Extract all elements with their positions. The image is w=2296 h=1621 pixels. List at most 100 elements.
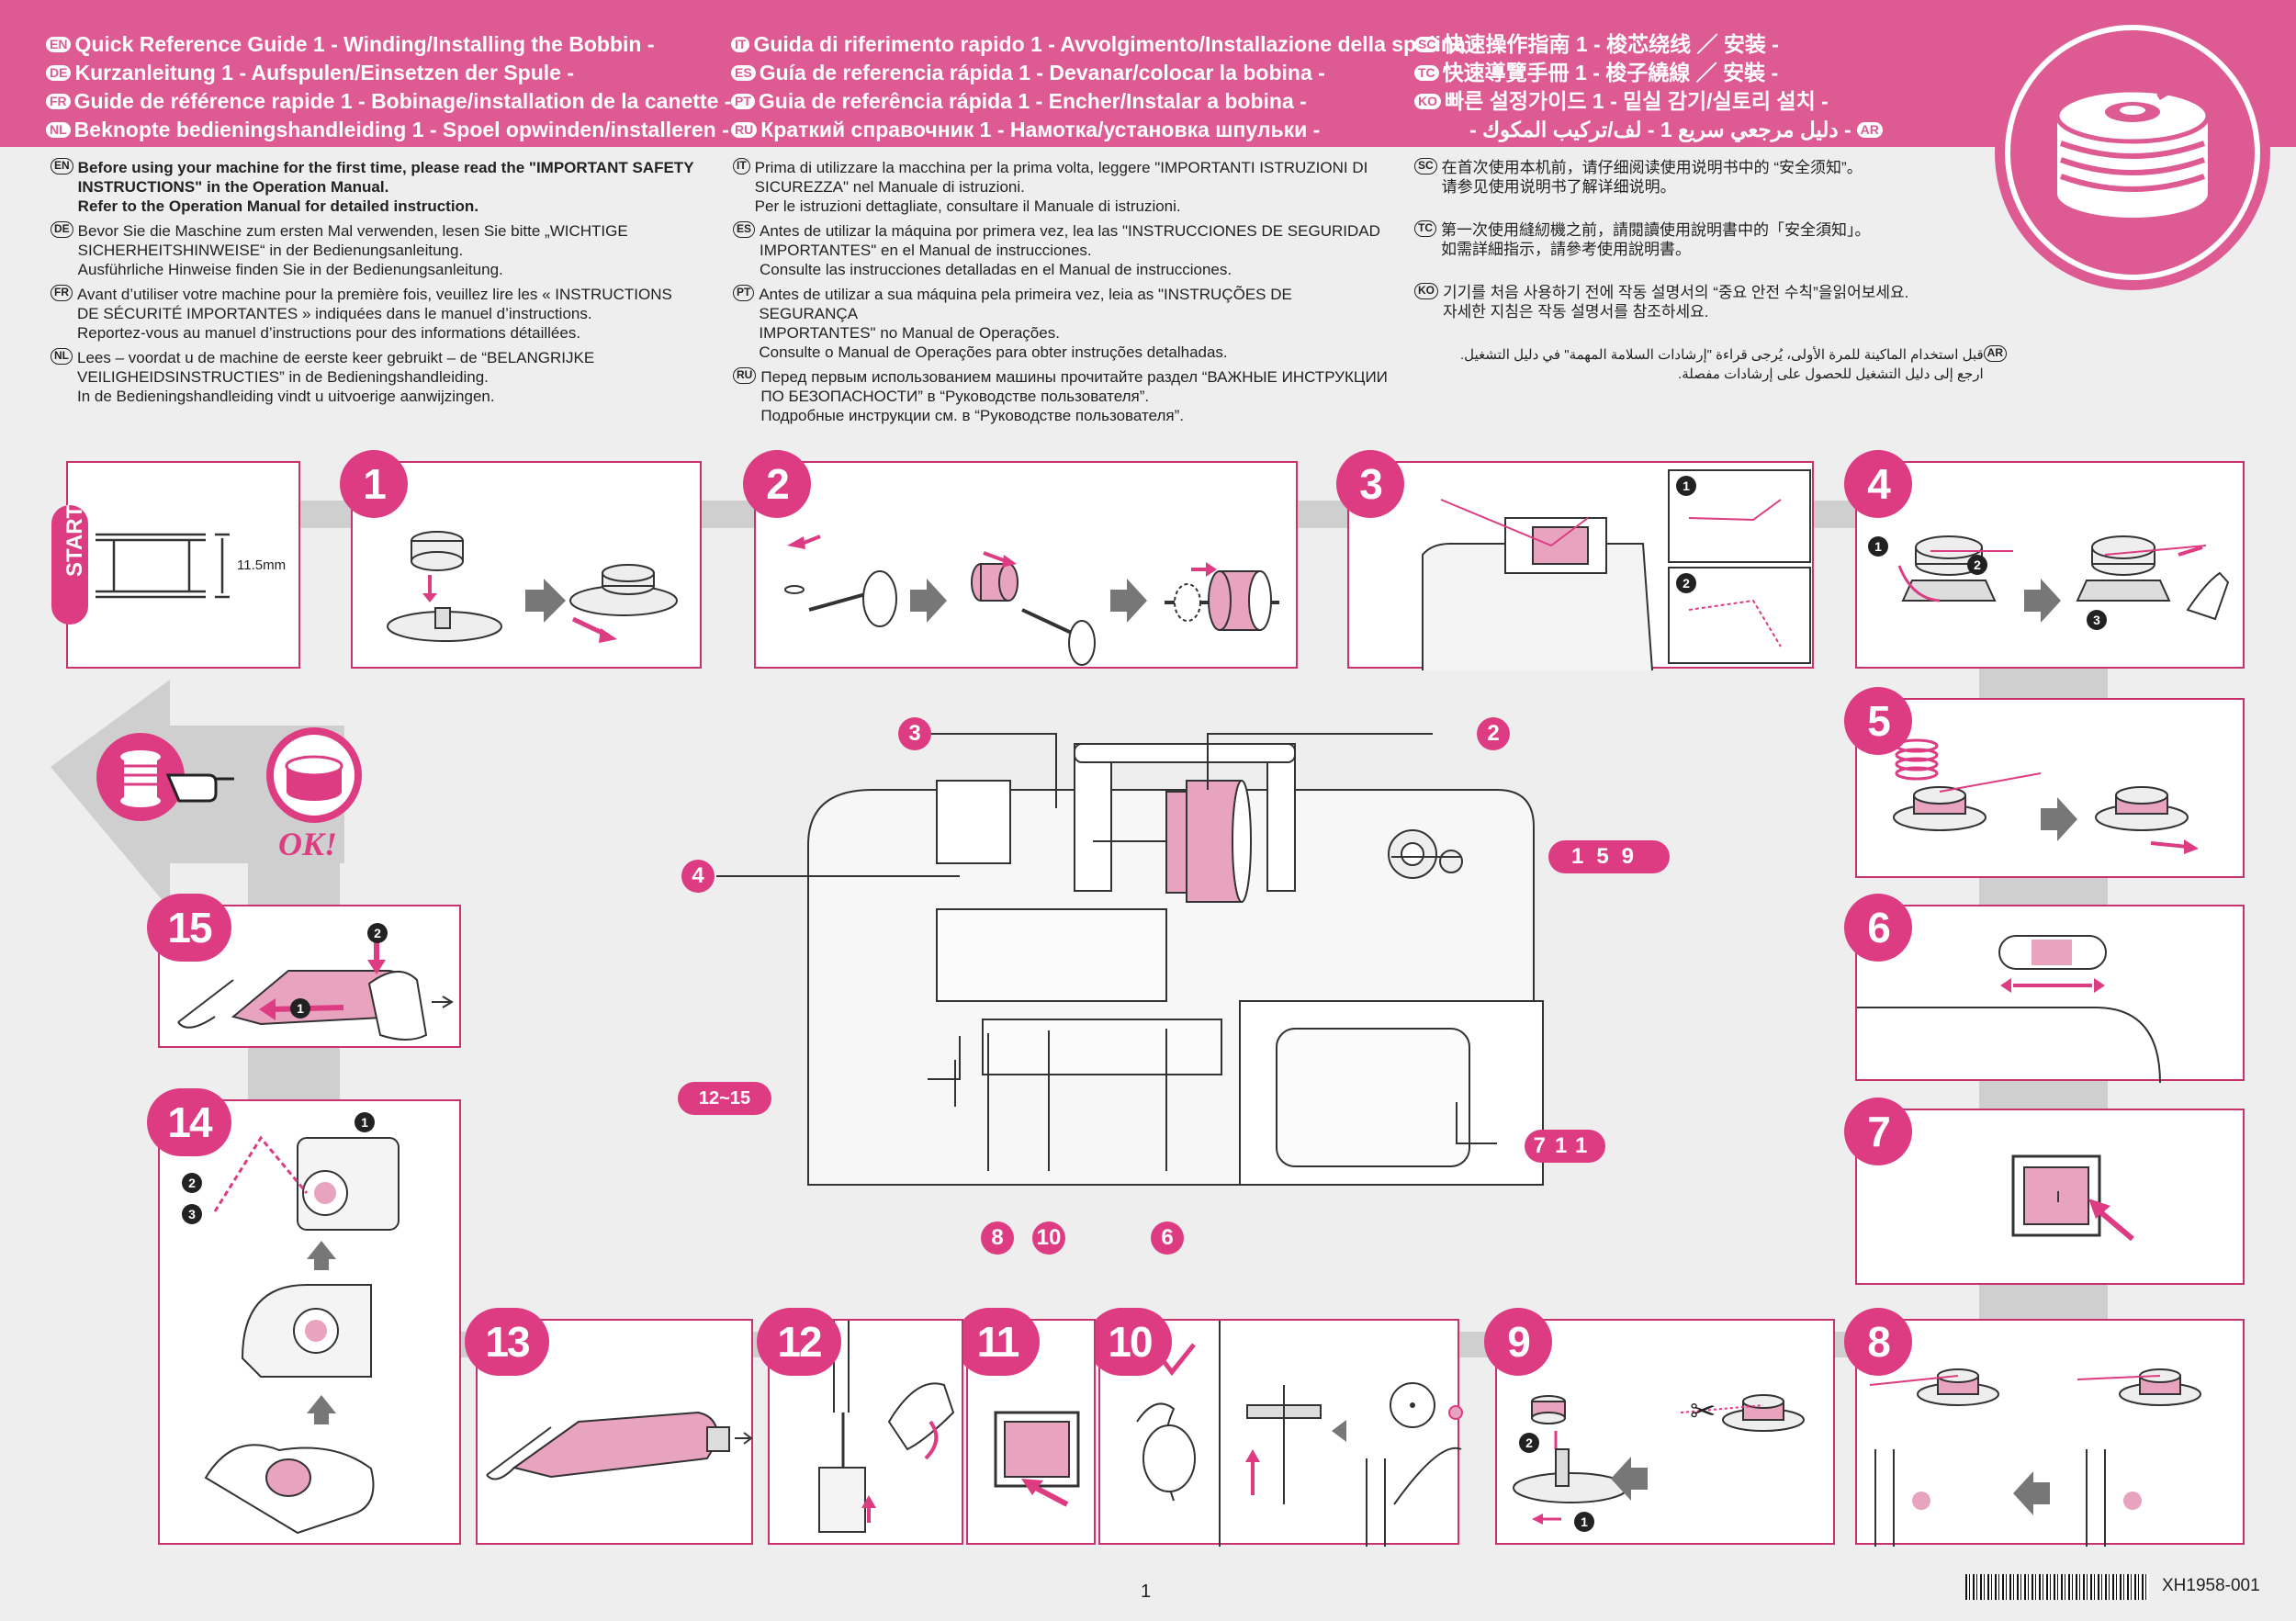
lang-code: TC [1414, 220, 1436, 237]
step-10-number: 10 [1087, 1308, 1172, 1376]
title-sc: 快速操作指南 1 - 梭芯绕线 ／ 安装 - [1443, 32, 1779, 56]
step-6-panel: 6 [1844, 894, 2245, 1084]
step-13-panel: 13 [465, 1308, 753, 1545]
intro-ar: قبل استخدام الماكينة للمرة الأولى، يُرجى… [1460, 347, 1984, 382]
callout-12-15: 12~15 [678, 1082, 771, 1115]
bobbin-height-label: 11.5mm [237, 557, 287, 573]
lang-code: SC [1414, 158, 1437, 174]
lang-code: PT [733, 285, 755, 301]
intro-sc: 在首次使用本机前，请仔细阅读使用说明书中的 “安全须知”。 请参见使用说明书了解… [1441, 159, 1863, 196]
bobbin-badge-icon [1995, 15, 2270, 290]
svg-text:✂: ✂ [1690, 1394, 1716, 1429]
step-7-number: 7 [1844, 1098, 1912, 1165]
title-de: Kurzanleitung 1 - Aufspulen/Einsetzen de… [74, 61, 574, 84]
title-ar: - دليل مرجعي سريع 1 - لف/تركيب المكوك - [1469, 118, 1851, 141]
sub-marker-2: 2 [1967, 555, 1987, 575]
sub-marker-2: 2 [367, 923, 388, 943]
start-tab [51, 505, 88, 625]
title-es: Guía de referencia rápida 1 - Devanar/co… [759, 61, 1325, 84]
lang-code: PT [731, 94, 755, 109]
back-arrow-graphic [51, 680, 362, 909]
step-11-number: 11 [955, 1308, 1040, 1376]
lang-code: NL [46, 122, 71, 138]
intro-nl: Lees – voordat u de machine de eerste ke… [77, 349, 595, 405]
callout-8: 8 [981, 1221, 1014, 1255]
title-nl: Beknopte bedieningshandleiding 1 - Spoel… [73, 118, 729, 141]
lang-code: IT [731, 37, 750, 52]
step-8-panel: 8 [1844, 1308, 2245, 1547]
sub-marker-2: 2 [1676, 573, 1696, 593]
step-7-panel: ı 7 [1844, 1098, 2245, 1285]
step-6-number: 6 [1844, 894, 1912, 962]
step-12-panel: 12 [757, 1308, 963, 1545]
ok-label: OK! [278, 826, 338, 862]
intro-tc: 第一次使用縫紉機之前，請閱讀使用說明書中的「安全須知」。 如需詳細指示，請參考使… [1441, 221, 1871, 258]
callout-lines [716, 733, 1497, 1171]
intro-ko: 기기를 처음 사용하기 전에 작동 설명서의 “중요 안전 수칙”을읽어보세요.… [1443, 284, 1909, 321]
callout-10: 10 [1032, 1221, 1065, 1255]
lang-code: TC [1414, 65, 1439, 81]
sewing-machine-illustration [807, 743, 1544, 1186]
step-9-panel: ✂ 1 2 9 [1484, 1308, 1835, 1545]
title-ru: Краткий справочник 1 - Намотка/установка… [760, 118, 1321, 141]
step-12-number: 12 [757, 1308, 841, 1376]
title-it: Guida di riferimento rapido 1 - Avvolgim… [753, 32, 1479, 56]
step-14-number: 14 [147, 1088, 231, 1156]
step-13-number: 13 [465, 1308, 549, 1376]
step-10-panel: 10 [1087, 1308, 1463, 1547]
intro-en: Before using your machine for the first … [77, 159, 694, 215]
step-3-panel: 1 2 3 [1336, 450, 1814, 671]
lang-code: ES [731, 65, 756, 81]
callout-1-5-9: 159 [1548, 840, 1670, 873]
step-2-panel: 2 [743, 450, 1298, 669]
callout-3: 3 [898, 717, 931, 750]
lang-code: KO [1414, 283, 1438, 299]
sub-marker-1: 1 [355, 1112, 375, 1132]
title-ko: 빠른 설정가이드 1 - 밑실 감기/실토리 설치 - [1445, 89, 1829, 113]
step-3-number: 3 [1336, 450, 1404, 518]
lang-code: IT [733, 158, 750, 174]
sub-marker-2: 2 [1519, 1433, 1539, 1453]
step-15-number: 15 [147, 894, 231, 962]
sub-marker-1: 1 [1676, 476, 1696, 496]
sub-marker-3: 3 [182, 1204, 202, 1224]
step-14-panel: 1 2 3 14 [147, 1088, 461, 1545]
lang-code: SC [1414, 37, 1440, 52]
step-5-number: 5 [1844, 687, 1912, 755]
sub-marker-1: 1 [1574, 1512, 1594, 1532]
lang-code: FR [46, 94, 71, 109]
callout-7-11: 711 [1525, 1130, 1605, 1163]
callout-6: 6 [1151, 1221, 1184, 1255]
title-pt: Guia de referência rápida 1 - Encher/Ins… [758, 89, 1307, 113]
step-4-number: 4 [1844, 450, 1912, 518]
sub-marker-3: 3 [2087, 610, 2107, 630]
intro-ru: Перед первым использованием машины прочи… [760, 368, 1388, 424]
lang-code: FR [51, 285, 73, 301]
step-11-panel: 11 [955, 1308, 1096, 1545]
title-en: Quick Reference Guide 1 - Winding/Instal… [74, 32, 655, 56]
intro-fr: Avant d’utiliser votre machine pour la p… [77, 286, 672, 342]
sub-marker-2: 2 [182, 1173, 202, 1193]
lang-code: RU [733, 367, 757, 384]
step-2-number: 2 [743, 450, 811, 518]
start-panel: START 11.5mm [51, 461, 300, 669]
document-code: XH1958-001 [2162, 1576, 2260, 1595]
intro-pt: Antes de utilizar a sua máquina pela pri… [759, 286, 1292, 361]
step-8-number: 8 [1844, 1308, 1912, 1376]
sub-marker-1: 1 [1868, 536, 1888, 557]
barcode [1965, 1574, 2149, 1600]
sub-marker-1: 1 [290, 998, 310, 1019]
lang-code: DE [46, 65, 72, 81]
title-fr: Guide de référence rapide 1 - Bobinage/i… [73, 89, 732, 113]
title-tc: 快速導覽手冊 1 - 梭子繞線 ／ 安裝 - [1442, 61, 1779, 84]
intro-es: Antes de utilizar la máquina por primera… [760, 222, 1380, 278]
lang-code: DE [51, 221, 73, 238]
svg-text:ı: ı [2055, 1184, 2061, 1207]
callout-4: 4 [681, 860, 715, 893]
